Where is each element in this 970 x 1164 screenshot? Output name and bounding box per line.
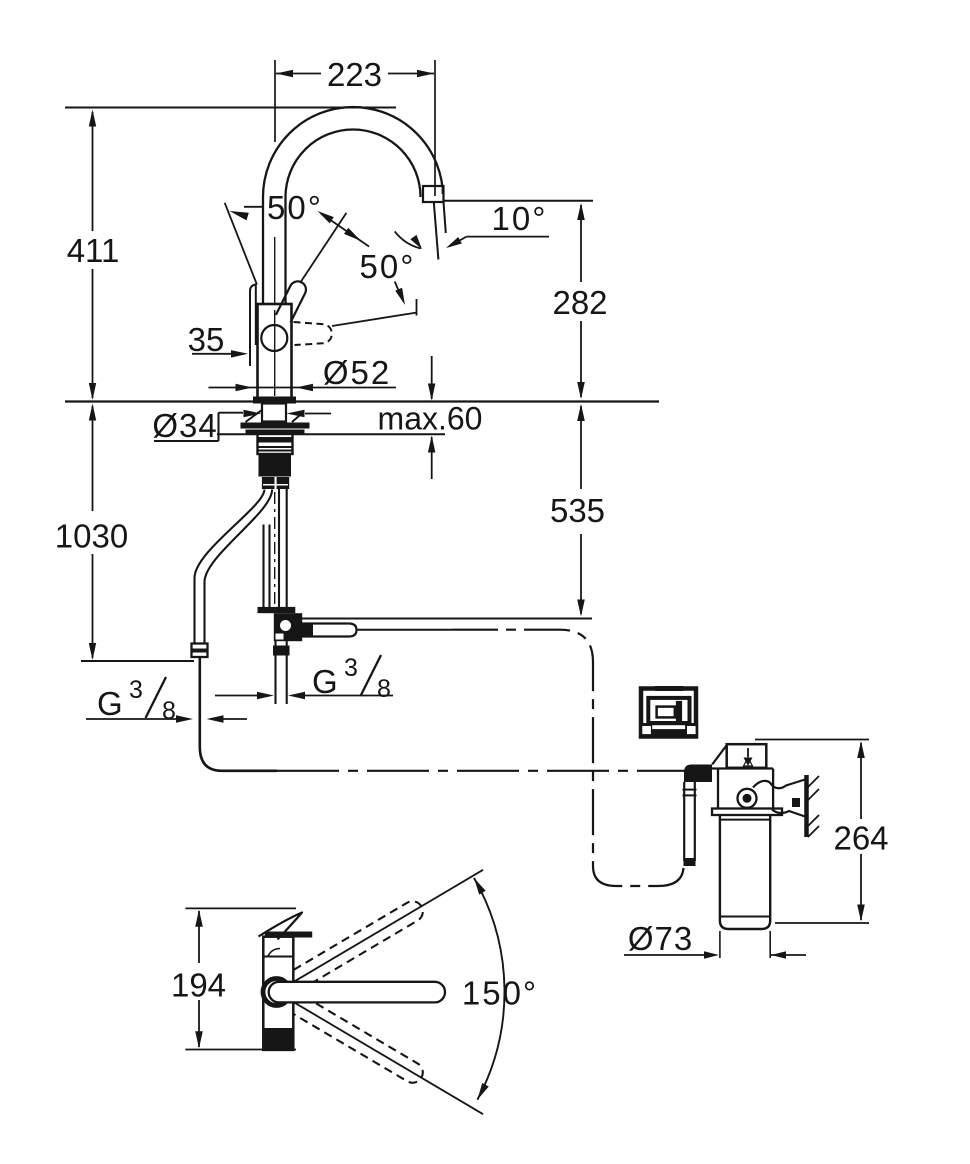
svg-text:8: 8 (377, 675, 391, 703)
svg-text:8: 8 (162, 697, 176, 725)
svg-text:535: 535 (550, 492, 605, 529)
svg-text:1030: 1030 (55, 518, 128, 555)
svg-text:194: 194 (171, 967, 226, 1004)
svg-text:282: 282 (552, 284, 607, 321)
svg-text:3: 3 (344, 654, 358, 682)
svg-text:223: 223 (327, 56, 382, 93)
svg-text:50°: 50° (360, 248, 416, 285)
svg-text:264: 264 (833, 820, 888, 857)
svg-text:35: 35 (188, 321, 225, 358)
svg-text:10°: 10° (492, 200, 548, 237)
svg-text:Ø34: Ø34 (152, 407, 217, 444)
svg-text:3: 3 (129, 676, 143, 704)
svg-text:Ø52: Ø52 (323, 354, 391, 391)
svg-text:Ø73: Ø73 (628, 920, 693, 957)
svg-text:50°: 50° (267, 189, 323, 226)
svg-text:G: G (97, 685, 123, 722)
svg-text:G: G (312, 663, 338, 700)
svg-text:150°: 150° (462, 975, 538, 1012)
svg-text:411: 411 (67, 232, 120, 269)
svg-text:max.60: max.60 (378, 401, 483, 437)
